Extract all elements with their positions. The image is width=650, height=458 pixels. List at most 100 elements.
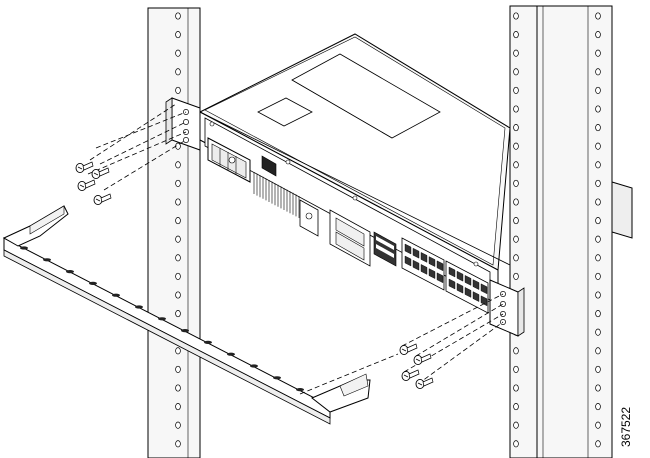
rack-hole xyxy=(513,347,519,355)
rack-rail-right xyxy=(509,5,633,458)
rack-hole xyxy=(513,105,519,113)
ethernet-port xyxy=(472,291,480,302)
screws-left xyxy=(75,161,112,206)
bracket-slots xyxy=(20,246,304,392)
ethernet-port xyxy=(448,278,456,290)
interface-slot-a xyxy=(329,209,371,267)
rack-hole xyxy=(175,161,181,169)
ethernet-port xyxy=(456,282,464,294)
rack-rail-right-holes xyxy=(513,12,601,448)
rack-hole xyxy=(595,49,601,57)
screw-icon xyxy=(413,353,432,366)
rack-hole xyxy=(595,347,601,355)
rack-hole xyxy=(513,254,519,262)
ethernet-port xyxy=(436,272,444,284)
rack-hole xyxy=(175,384,181,392)
rack-hole xyxy=(175,291,181,299)
rack-hole xyxy=(513,179,519,187)
rack-hole xyxy=(513,403,519,411)
screw-icon xyxy=(93,193,112,206)
ethernet-port xyxy=(480,295,488,307)
rack-hole xyxy=(175,403,181,411)
rack-hole xyxy=(513,421,519,429)
rack-hole xyxy=(513,217,519,225)
rack-hole xyxy=(595,254,601,262)
figure-number-text: 367522 xyxy=(619,406,634,448)
rack-hole xyxy=(595,310,601,318)
screw-icon xyxy=(415,377,434,390)
screw-icon xyxy=(91,167,110,180)
vent-strip xyxy=(253,172,300,218)
fan-tray-icon xyxy=(207,137,251,183)
rack-hole xyxy=(595,235,601,243)
rack-hole xyxy=(175,198,181,206)
ethernet-port xyxy=(420,264,428,275)
rack-hole xyxy=(595,421,601,429)
rack-hole xyxy=(175,440,181,448)
rack-hole xyxy=(595,365,601,373)
rack-hole xyxy=(595,161,601,169)
rack-hole xyxy=(595,217,601,225)
ethernet-port xyxy=(480,283,488,295)
rack-hole xyxy=(513,272,519,280)
rack-mount-bracket-right xyxy=(489,279,525,337)
rack-hole xyxy=(513,124,519,132)
interface-slot-b xyxy=(373,231,397,267)
ethernet-port-groups xyxy=(401,237,489,314)
rack-hole xyxy=(513,384,519,392)
rack-hole xyxy=(513,68,519,76)
rack-hole xyxy=(595,142,601,150)
ethernet-port xyxy=(412,247,420,259)
screws-right xyxy=(399,343,434,390)
rack-hole xyxy=(513,365,519,373)
rack-rail-left-holes xyxy=(175,12,181,448)
ethernet-port xyxy=(412,259,420,271)
rack-hole xyxy=(595,291,601,299)
rack-hole xyxy=(595,440,601,448)
ethernet-port xyxy=(428,268,436,279)
ethernet-port xyxy=(404,255,412,267)
screw-icon xyxy=(77,179,96,192)
rack-hole xyxy=(513,161,519,169)
rack-hole xyxy=(595,179,601,187)
rack-hole xyxy=(513,235,519,243)
rack-hole xyxy=(595,86,601,94)
ethernet-port xyxy=(436,260,444,272)
router-chassis xyxy=(198,33,511,314)
rack-hole xyxy=(595,272,601,280)
rack-hole xyxy=(595,68,601,76)
rack-hole xyxy=(175,179,181,187)
rack-hole xyxy=(513,198,519,206)
cable-management-bracket xyxy=(2,205,371,425)
rack-hole xyxy=(595,12,601,20)
rack-hole xyxy=(175,217,181,225)
rack-hole xyxy=(175,421,181,429)
rack-hole xyxy=(175,347,181,355)
rack-hole xyxy=(175,31,181,39)
brand-badge xyxy=(261,155,277,177)
rack-hole xyxy=(175,235,181,243)
ethernet-port xyxy=(448,266,456,278)
rack-hole xyxy=(513,440,519,448)
rack-hole xyxy=(595,124,601,132)
ethernet-port xyxy=(472,279,480,290)
ethernet-port xyxy=(464,287,472,298)
rack-hole xyxy=(175,272,181,280)
rack-hole xyxy=(175,86,181,94)
rack-rail-left xyxy=(147,7,201,458)
screw-icon xyxy=(399,343,418,356)
rack-hole xyxy=(175,68,181,76)
ethernet-port xyxy=(420,252,428,263)
ethernet-port xyxy=(404,243,412,255)
rack-hole xyxy=(513,49,519,57)
rack-hole xyxy=(513,86,519,94)
rack-hole xyxy=(513,142,519,150)
rack-hole xyxy=(595,31,601,39)
alignment-lines xyxy=(87,103,504,395)
ethernet-port xyxy=(428,256,436,267)
ethernet-port xyxy=(456,270,464,282)
rack-hole xyxy=(513,31,519,39)
screw-icon xyxy=(75,161,94,174)
rack-hole xyxy=(513,12,519,20)
